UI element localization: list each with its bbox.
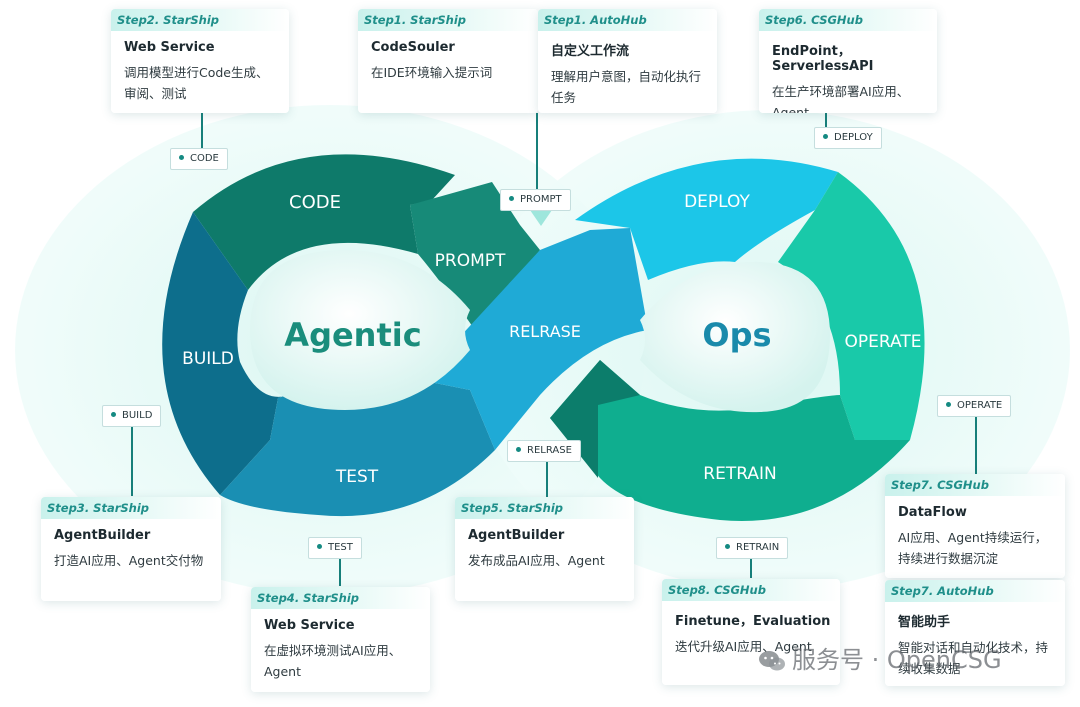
tag-code[interactable]: CODE [170,148,228,170]
segment-retrain-shadow [550,360,640,478]
segment-label-deploy: DEPLOY [684,192,750,212]
tag-build-label: BUILD [122,410,153,421]
connector-prompt [536,113,538,190]
tag-dot [317,543,322,549]
step-card-step5: Step5. StarShip AgentBuilder 发布成品AI应用、Ag… [455,497,634,601]
tag-retrain-label: RETRAIN [736,542,780,553]
tag-prompt-label: PROMPT [520,194,562,205]
step-card-desc: 理解用户意图，自动化执行任务 [551,69,702,105]
step-card-step7-autohub: Step7. AutoHub 智能助手 智能对话和自动化技术，持续收集数据 [885,580,1065,686]
prompt-pointer [530,210,552,226]
connector-retrain [750,556,752,578]
tag-dot [179,154,184,160]
step-card-header: Step8. CSGHub [662,579,840,601]
connector-deploy [825,113,827,128]
segment-release[interactable] [420,228,648,450]
segment-label-prompt: PROMPT [435,251,506,271]
step-card-title: Finetune，Evaluation [675,614,831,629]
step-card-header: Step1. StarShip [358,9,538,31]
step-card-title: DataFlow [898,505,967,520]
ops-center [640,261,830,413]
step-card-step1-starship: Step1. StarShip CodeSouler 在IDE环境输入提示词 [358,9,538,113]
step-card-desc: 在生产环境部署AI应用、Agent [772,84,910,113]
step-card-title: CodeSouler [371,40,455,55]
step-card-desc: 打造AI应用、Agent交付物 [54,553,204,568]
step-card-header: Step4. StarShip [251,587,430,609]
segment-code[interactable] [193,154,455,290]
connector-test [339,556,341,586]
step-card-desc: 迭代升级AI应用、Agent [675,639,812,654]
wechat-icon [758,650,786,672]
tag-dot [823,133,828,139]
segment-operate[interactable] [778,172,925,440]
tag-dot [725,543,730,549]
step-card-header: Step5. StarShip [455,497,634,519]
step-card-step2: Step2. StarShip Web Service 调用模型进行Code生成… [111,9,289,113]
watermark-text: 服务号 · OpenCSG [792,646,1002,674]
tag-test[interactable]: TEST [308,537,362,559]
tag-dot [946,401,951,407]
tag-dot [509,195,514,201]
step-card-step4: Step4. StarShip Web Service 在虚拟环境测试AI应用、… [251,587,430,692]
segment-prompt[interactable] [410,182,540,330]
tag-retrain[interactable]: RETRAIN [716,537,789,559]
connector-code [201,113,203,148]
tag-deploy-label: DEPLOY [834,132,873,143]
segment-retrain[interactable] [550,360,910,521]
step-card-step8: Step8. CSGHub Finetune，Evaluation 迭代升级AI… [662,579,840,685]
segment-label-retrain: RETRAIN [703,464,776,484]
step-card-desc: 在IDE环境输入提示词 [371,65,493,80]
tag-release[interactable]: RELRASE [507,440,581,462]
connector-release [546,459,548,497]
tag-prompt[interactable]: PROMPT [500,189,571,211]
tag-test-label: TEST [328,542,353,553]
step-card-title: EndPoint，ServerlessAPI [772,44,874,74]
step-card-title: 自定义工作流 [551,44,630,59]
step-card-title: Web Service [124,40,215,55]
step-card-header: Step7. AutoHub [885,580,1065,602]
agentic-center [250,250,470,410]
step-card-desc: 调用模型进行Code生成、审阅、测试 [124,65,269,101]
tag-release-label: RELRASE [527,445,572,456]
segment-label-test: TEST [335,467,379,487]
step-card-header: Step7. CSGHub [885,474,1065,496]
tag-code-label: CODE [190,153,219,164]
step-card-desc: 在虚拟环境测试AI应用、Agent [264,643,402,679]
step-card-step1-autohub: Step1. AutoHub 自定义工作流 理解用户意图，自动化执行任务 [538,9,717,113]
segment-label-release: RELRASE [509,322,581,341]
segment-label-build: BUILD [182,349,234,369]
step-card-title: AgentBuilder [468,528,565,543]
segment-build[interactable] [162,212,296,495]
segment-label-code: CODE [289,192,341,213]
step-card-desc: 发布成品AI应用、Agent [468,553,605,568]
tag-deploy[interactable]: DEPLOY [814,127,882,149]
step-card-title: 智能助手 [898,615,951,630]
step-card-title: Web Service [264,618,355,633]
tag-operate-label: OPERATE [957,400,1003,411]
segment-label-operate: OPERATE [845,332,922,352]
step-card-step6: Step6. CSGHub EndPoint，ServerlessAPI 在生产… [759,9,937,113]
segment-deploy[interactable] [575,158,838,280]
step-card-title: AgentBuilder [54,528,151,543]
step-card-desc: 智能对话和自动化技术，持续收集数据 [898,640,1049,676]
tag-build[interactable]: BUILD [102,405,162,427]
step-card-header: Step6. CSGHub [759,9,937,31]
center-label-ops: Ops [702,316,771,354]
center-label-agentic: Agentic [284,316,421,354]
tag-dot [111,411,116,417]
wechat-watermark: 服务号 · OpenCSG [758,640,1002,675]
tag-operate[interactable]: OPERATE [937,395,1012,417]
connector-operate [975,414,977,474]
step-card-step7-csghub: Step7. CSGHub DataFlow AI应用、Agent持续运行，持续… [885,474,1065,578]
tag-dot [516,446,521,452]
step-card-desc: AI应用、Agent持续运行，持续进行数据沉淀 [898,530,1048,566]
connector-build [131,424,133,496]
step-card-header: Step3. StarShip [41,497,221,519]
segment-test[interactable] [220,380,495,517]
step-card-header: Step2. StarShip [111,9,289,31]
step-card-header: Step1. AutoHub [538,9,717,31]
step-card-step3: Step3. StarShip AgentBuilder 打造AI应用、Agen… [41,497,221,601]
